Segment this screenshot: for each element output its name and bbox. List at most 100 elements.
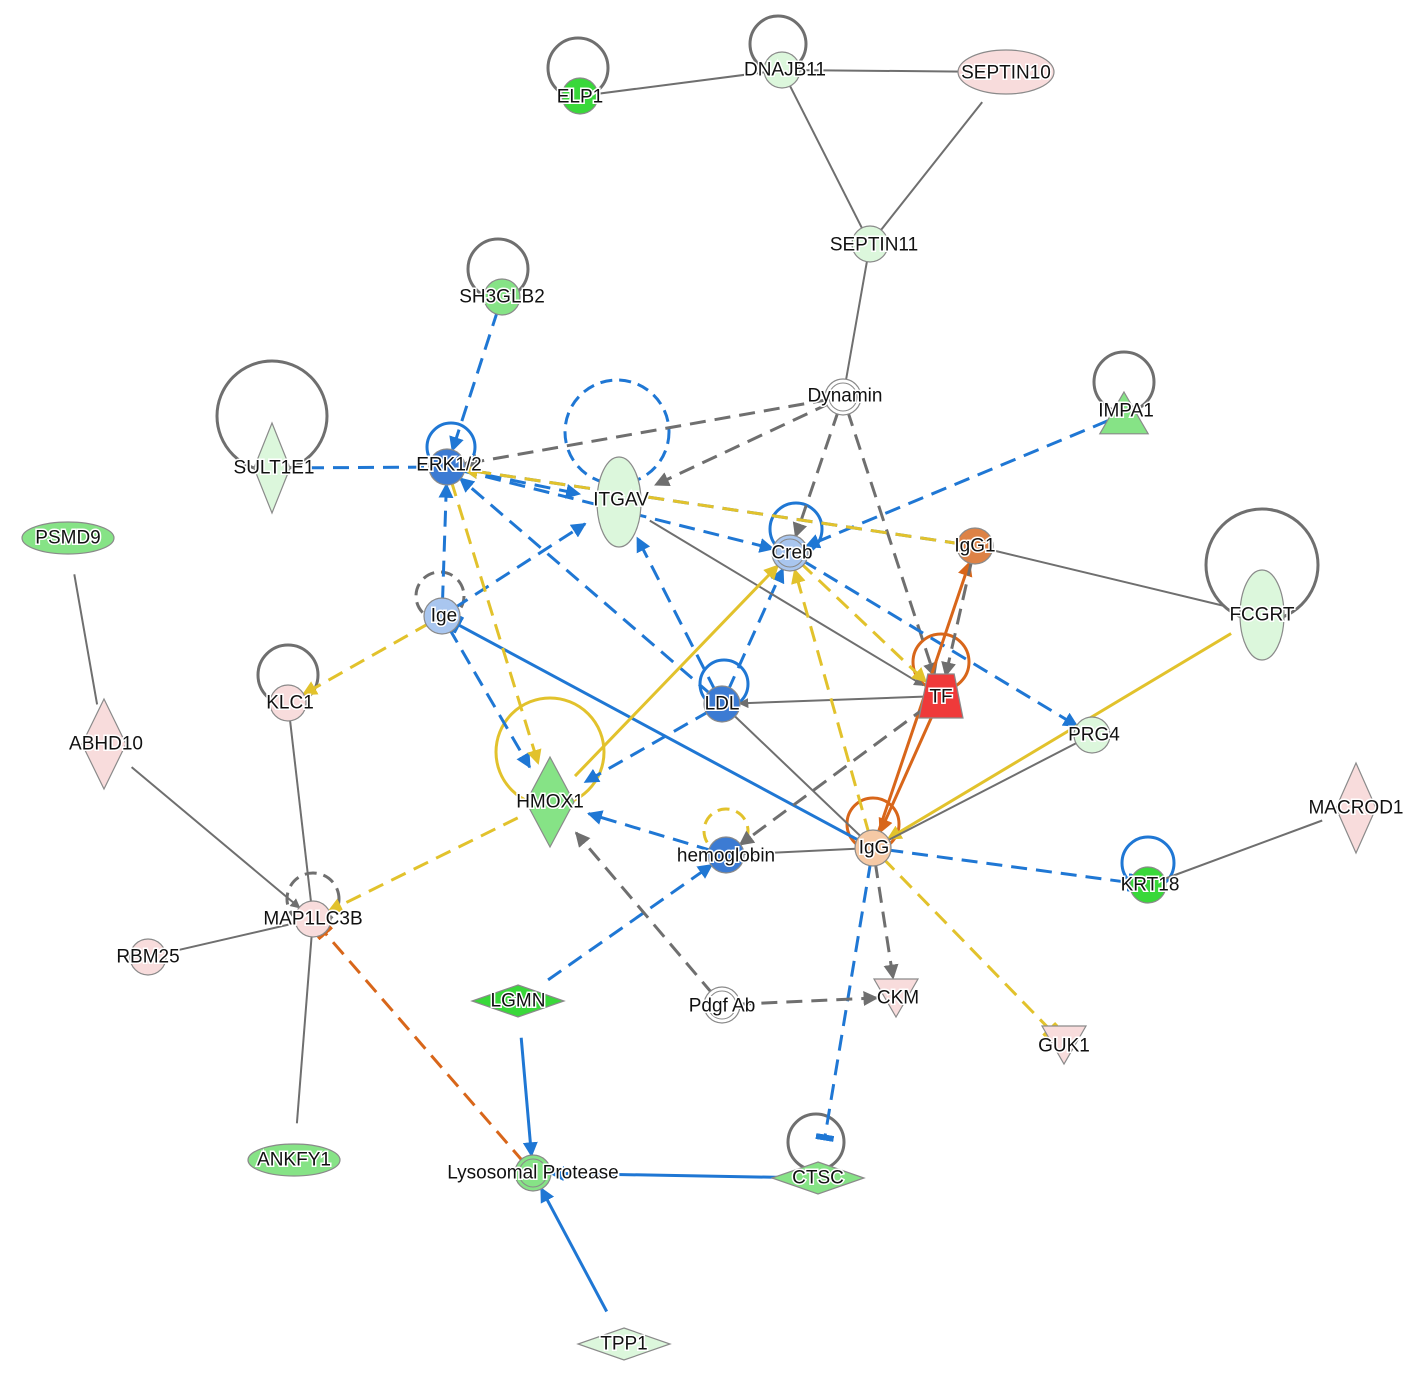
node-ldl[interactable]: LDL bbox=[703, 685, 741, 723]
node-shape-septin11 bbox=[851, 225, 889, 263]
node-shape-sh3glb2 bbox=[483, 278, 521, 316]
edge-ige-to-erk12 bbox=[438, 482, 454, 602]
node-label-fcgrt: FCGRT bbox=[1229, 605, 1294, 626]
node-fcgrt[interactable]: FCGRT bbox=[1228, 569, 1296, 661]
node-label-lgmn: LGMN bbox=[491, 991, 546, 1012]
node-krt18[interactable]: KRT18 bbox=[1119, 866, 1181, 904]
node-label-ctsc: CTSC bbox=[792, 1168, 844, 1189]
edge-klc1-to-map1lc3b bbox=[288, 717, 312, 902]
node-label-macrod1: MACROD1 bbox=[1308, 798, 1403, 819]
node-septin10[interactable]: SEPTIN10 bbox=[957, 49, 1055, 95]
node-label-itgav: ITGAV bbox=[593, 490, 649, 511]
node-dnajb11[interactable]: DNAJB11 bbox=[742, 51, 828, 89]
node-sult1e1[interactable]: SULT1E1 bbox=[232, 421, 316, 515]
node-erk12[interactable]: ERK1/2 bbox=[415, 448, 483, 486]
node-map1lc3b[interactable]: MAP1LC3B bbox=[262, 900, 364, 938]
edge-ankfy1-to-map1lc3b bbox=[295, 936, 313, 1124]
node-shape-ige bbox=[423, 597, 461, 635]
edge-septin10-to-septin11 bbox=[879, 101, 983, 232]
node-shape-fcgrt bbox=[1239, 569, 1285, 661]
node-ctsc[interactable]: CTSC bbox=[770, 1161, 866, 1195]
node-macrod1[interactable]: MACROD1 bbox=[1307, 761, 1405, 855]
edge-hmox1-to-map1lc3b bbox=[327, 816, 519, 913]
self-loops-layer bbox=[215, 14, 1320, 1172]
node-impa1[interactable]: IMPA1 bbox=[1097, 390, 1155, 435]
node-lgmn[interactable]: LGMN bbox=[470, 984, 566, 1018]
edge-lysosomalprotease-to-map1lc3b bbox=[315, 923, 525, 1164]
edge-lgmn-to-hemoglobin bbox=[547, 863, 714, 982]
node-shape-ckm bbox=[872, 978, 920, 1019]
node-label-tpp1: TPP1 bbox=[600, 1334, 648, 1355]
edge-igg-to-krt18 bbox=[887, 848, 1136, 893]
node-ige[interactable]: Ige bbox=[423, 597, 461, 635]
edge-creb-to-prg4 bbox=[801, 559, 1079, 728]
edge-sult1e1-to-erk12 bbox=[307, 465, 430, 470]
node-inner-ring-pdgfab bbox=[707, 990, 737, 1020]
node-shape-ankfy1 bbox=[247, 1143, 341, 1177]
edge-igg1-to-tf bbox=[941, 559, 974, 678]
edge-dnajb11-to-septin11 bbox=[787, 82, 864, 230]
node-igg1[interactable]: IgG1 bbox=[953, 527, 997, 565]
node-tpp1[interactable]: TPP1 bbox=[576, 1327, 672, 1361]
node-septin11[interactable]: SEPTIN11 bbox=[828, 225, 920, 263]
node-itgav[interactable]: ITGAV bbox=[592, 456, 651, 548]
edge-tf-to-igg bbox=[878, 711, 936, 834]
node-shape-ldl bbox=[703, 685, 741, 723]
edge-ctsc-to-lysosomalprotease bbox=[548, 1166, 782, 1182]
node-shape-dynamin bbox=[824, 378, 862, 416]
node-label-lysosomalprotease: Lysosomal Protease bbox=[447, 1163, 618, 1184]
node-pdgfab[interactable]: Pdgf Ab bbox=[687, 986, 757, 1024]
node-label-tf: TF bbox=[929, 687, 952, 708]
edge-dynamin-to-creb bbox=[792, 410, 840, 539]
node-sh3glb2[interactable]: SH3GLB2 bbox=[458, 278, 546, 316]
edge-fcgrt-to-igg bbox=[886, 632, 1232, 841]
node-shape-pdgfab bbox=[703, 986, 741, 1024]
node-lysosomalprotease[interactable]: Lysosomal Protease bbox=[446, 1154, 620, 1192]
edge-ldl-to-creb bbox=[726, 567, 785, 692]
edge-pdgfab-to-hmox1 bbox=[574, 831, 714, 995]
edge-sh3glb2-to-erk12 bbox=[449, 310, 500, 452]
node-shape-guk1 bbox=[1040, 1025, 1088, 1066]
edge-hemoglobin-to-igg bbox=[740, 847, 856, 856]
edge-dnajb11-to-septin10 bbox=[796, 69, 964, 73]
node-label-erk12: ERK1/2 bbox=[416, 455, 481, 476]
node-label-creb: Creb bbox=[771, 543, 812, 564]
node-label-rbm25: RBM25 bbox=[116, 947, 179, 968]
node-label-septin10: SEPTIN10 bbox=[961, 63, 1051, 84]
edge-tf-to-hemoglobin bbox=[738, 705, 928, 846]
node-guk1[interactable]: GUK1 bbox=[1037, 1025, 1091, 1066]
node-abhd10[interactable]: ABHD10 bbox=[68, 697, 144, 791]
node-prg4[interactable]: PRG4 bbox=[1067, 716, 1122, 754]
node-tf[interactable]: TF bbox=[918, 673, 964, 719]
node-dynamin[interactable]: Dynamin bbox=[806, 378, 884, 416]
node-klc1[interactable]: KLC1 bbox=[265, 684, 315, 722]
node-ankfy1[interactable]: ANKFY1 bbox=[247, 1143, 341, 1177]
self-loop-ige bbox=[414, 570, 466, 622]
node-label-ige: Ige bbox=[431, 606, 457, 627]
node-elp1[interactable]: ELP1 bbox=[555, 77, 605, 115]
node-shape-igg1 bbox=[956, 527, 994, 565]
node-inner-ring-lysosomalprotease bbox=[518, 1158, 548, 1188]
edge-abhd10-to-map1lc3b bbox=[130, 766, 301, 909]
node-label-ldl: LDL bbox=[705, 694, 740, 715]
node-label-elp1: ELP1 bbox=[557, 87, 603, 108]
node-rbm25[interactable]: RBM25 bbox=[115, 938, 181, 976]
node-inner-ring-creb bbox=[775, 538, 805, 568]
edge-itgav-to-tf bbox=[649, 519, 925, 687]
node-label-septin11: SEPTIN11 bbox=[830, 235, 918, 256]
node-hemoglobin[interactable]: hemoglobin bbox=[675, 836, 777, 874]
edge-ige-to-klc1 bbox=[301, 621, 431, 696]
node-ckm[interactable]: CKM bbox=[872, 978, 921, 1019]
node-label-pdgfab: Pdgf Ab bbox=[689, 996, 756, 1017]
node-igg[interactable]: IgG bbox=[854, 829, 892, 867]
edge-impa1-to-creb bbox=[804, 419, 1109, 549]
node-label-krt18: KRT18 bbox=[1121, 875, 1180, 896]
node-shape-tpp1 bbox=[576, 1327, 672, 1361]
node-shape-itgav bbox=[596, 456, 642, 548]
node-creb[interactable]: Creb bbox=[770, 534, 814, 572]
node-psmd9[interactable]: PSMD9 bbox=[21, 521, 115, 555]
edge-rbm25-to-map1lc3b bbox=[161, 921, 297, 955]
node-hmox1[interactable]: HMOX1 bbox=[515, 755, 585, 849]
node-label-hmox1: HMOX1 bbox=[516, 792, 584, 813]
